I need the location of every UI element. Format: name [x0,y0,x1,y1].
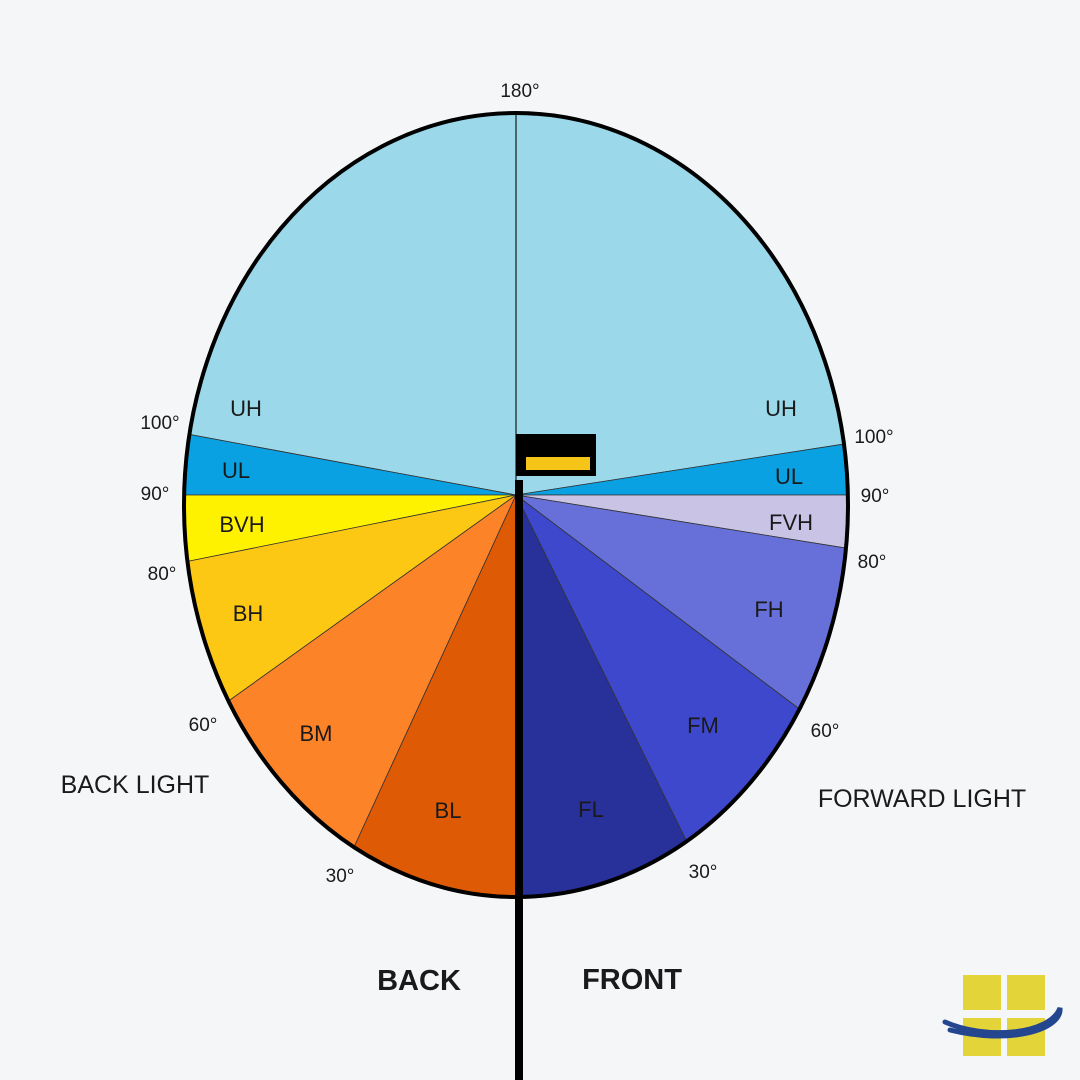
back-degree-label-80: 80° [148,564,177,585]
back-direction-label: BACK [377,965,461,997]
front-degree-label-60: 60° [811,721,840,742]
back-zone-ul-label: UL [222,458,250,483]
front-degree-label-80: 80° [858,552,887,573]
forward-light-label: FORWARD LIGHT [818,785,1026,813]
back-degree-label-90: 90° [141,484,170,505]
back-zone-uh-wedge [184,113,517,496]
front-direction-label: FRONT [582,964,682,996]
logo-icon [942,975,1063,1056]
front-zone-fvh-label: FVH [769,510,813,535]
front-zone-uh-label: UH [765,396,797,421]
front-zone-fm-label: FM [687,713,719,738]
back-degree-label-60: 60° [189,715,218,736]
back-zone-bvh-label: BVH [219,512,264,537]
front-zone-fh-label: FH [754,597,783,622]
front-zone-uh-wedge [515,113,848,496]
degree-label-180: 180° [500,81,539,102]
back-zone-bh-label: BH [233,601,264,626]
luminaire-lens [526,457,590,470]
front-zone-fl-label: FL [578,797,604,822]
back-zone-bl-label: BL [435,798,462,823]
back-degree-label-100: 100° [140,413,179,434]
front-degree-label-100: 100° [854,427,893,448]
back-degree-label-30: 30° [326,866,355,887]
back-light-label: BACK LIGHT [61,771,210,799]
front-degree-label-90: 90° [861,486,890,507]
front-zone-ul-label: UL [775,464,803,489]
pole [515,480,523,1080]
back-zone-uh-label: UH [230,396,262,421]
front-degree-label-30: 30° [689,862,718,883]
back-zone-bm-label: BM [300,721,333,746]
